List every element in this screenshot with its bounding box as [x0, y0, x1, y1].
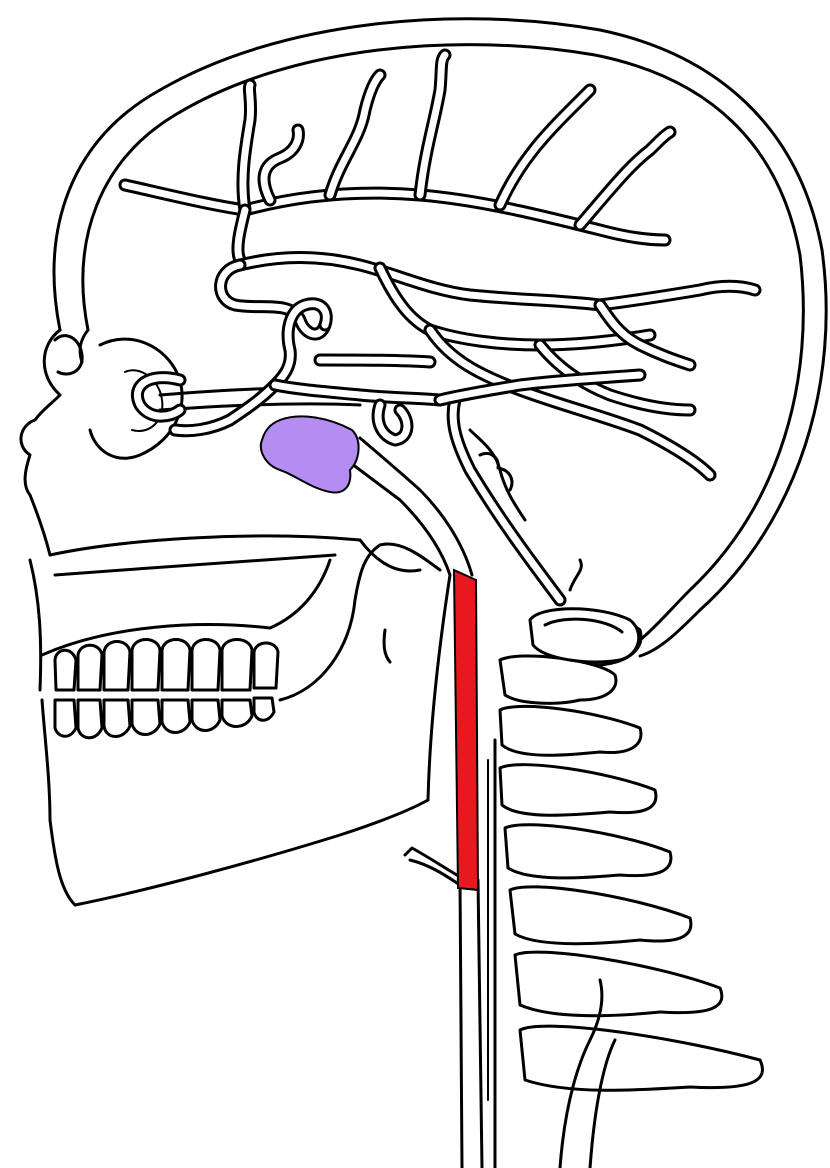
atlas-ring: [530, 609, 639, 662]
highlighted-artery: [454, 570, 478, 890]
cervical-spine: [488, 610, 762, 1168]
highlighted-region: [261, 416, 359, 492]
upper-teeth: [55, 640, 278, 691]
posterior-vessels: [453, 400, 581, 600]
cerebral-arteries: [125, 55, 755, 475]
lower-teeth: [55, 698, 274, 738]
